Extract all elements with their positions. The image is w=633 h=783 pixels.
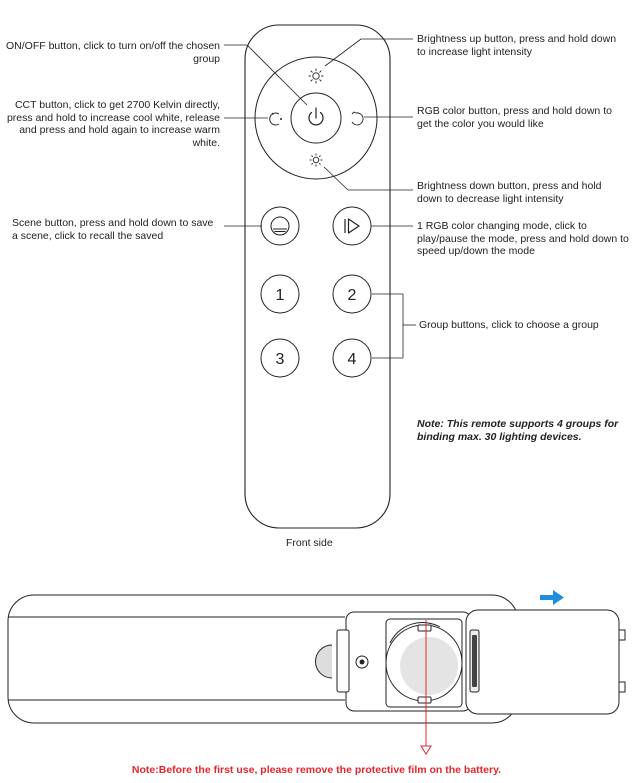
group-button-2 [332,274,372,314]
cct-label: CCT button, click to get 2700 Kelvin dir… [6,99,220,149]
group-button-1 [260,274,300,314]
group-1-text: 1 [276,287,285,304]
front-side-caption: Front side [286,537,333,549]
cct-icon [269,112,282,126]
rgb-mode-label: 1 RGB color changing mode, click to play… [417,220,629,257]
group-2-text: 2 [348,287,357,304]
protective-film [400,637,458,695]
scene-label: Scene button, press and hold down to sav… [12,217,214,242]
battery-cover-door [465,609,620,715]
power-icon [308,107,324,126]
group-buttons-label: Group buttons, click to choose a group [419,319,599,331]
scene-icon [270,216,290,236]
scene-button [260,206,300,246]
remote-side-view [7,594,626,724]
group-button-4 [332,338,372,378]
play-pause-icon [344,218,360,234]
brightness-up-icon [308,68,324,84]
battery-note: Note:Before the first use, please remove… [131,764,502,776]
brightness-up-label: Brightness up button, press and hold dow… [417,33,617,58]
battery-clip [336,629,350,693]
rgb-color-icon [351,111,364,126]
brightness-down-label: Brightness down button, press and hold d… [417,180,602,205]
slide-direction-arrow [540,590,564,605]
onoff-label: ON/OFF button, click to turn on/off the … [6,40,220,65]
groups-note: Note: This remote supports 4 groups for … [417,418,619,443]
group-button-3 [260,338,300,378]
rgb-label: RGB color button, press and hold down to… [417,105,612,130]
battery-note-pointer [420,620,432,755]
rgb-mode-button [332,206,372,246]
leader-lines [224,38,416,359]
group-3-text: 3 [276,351,285,368]
brightness-down-icon [309,153,323,167]
group-4-text: 4 [348,351,357,368]
